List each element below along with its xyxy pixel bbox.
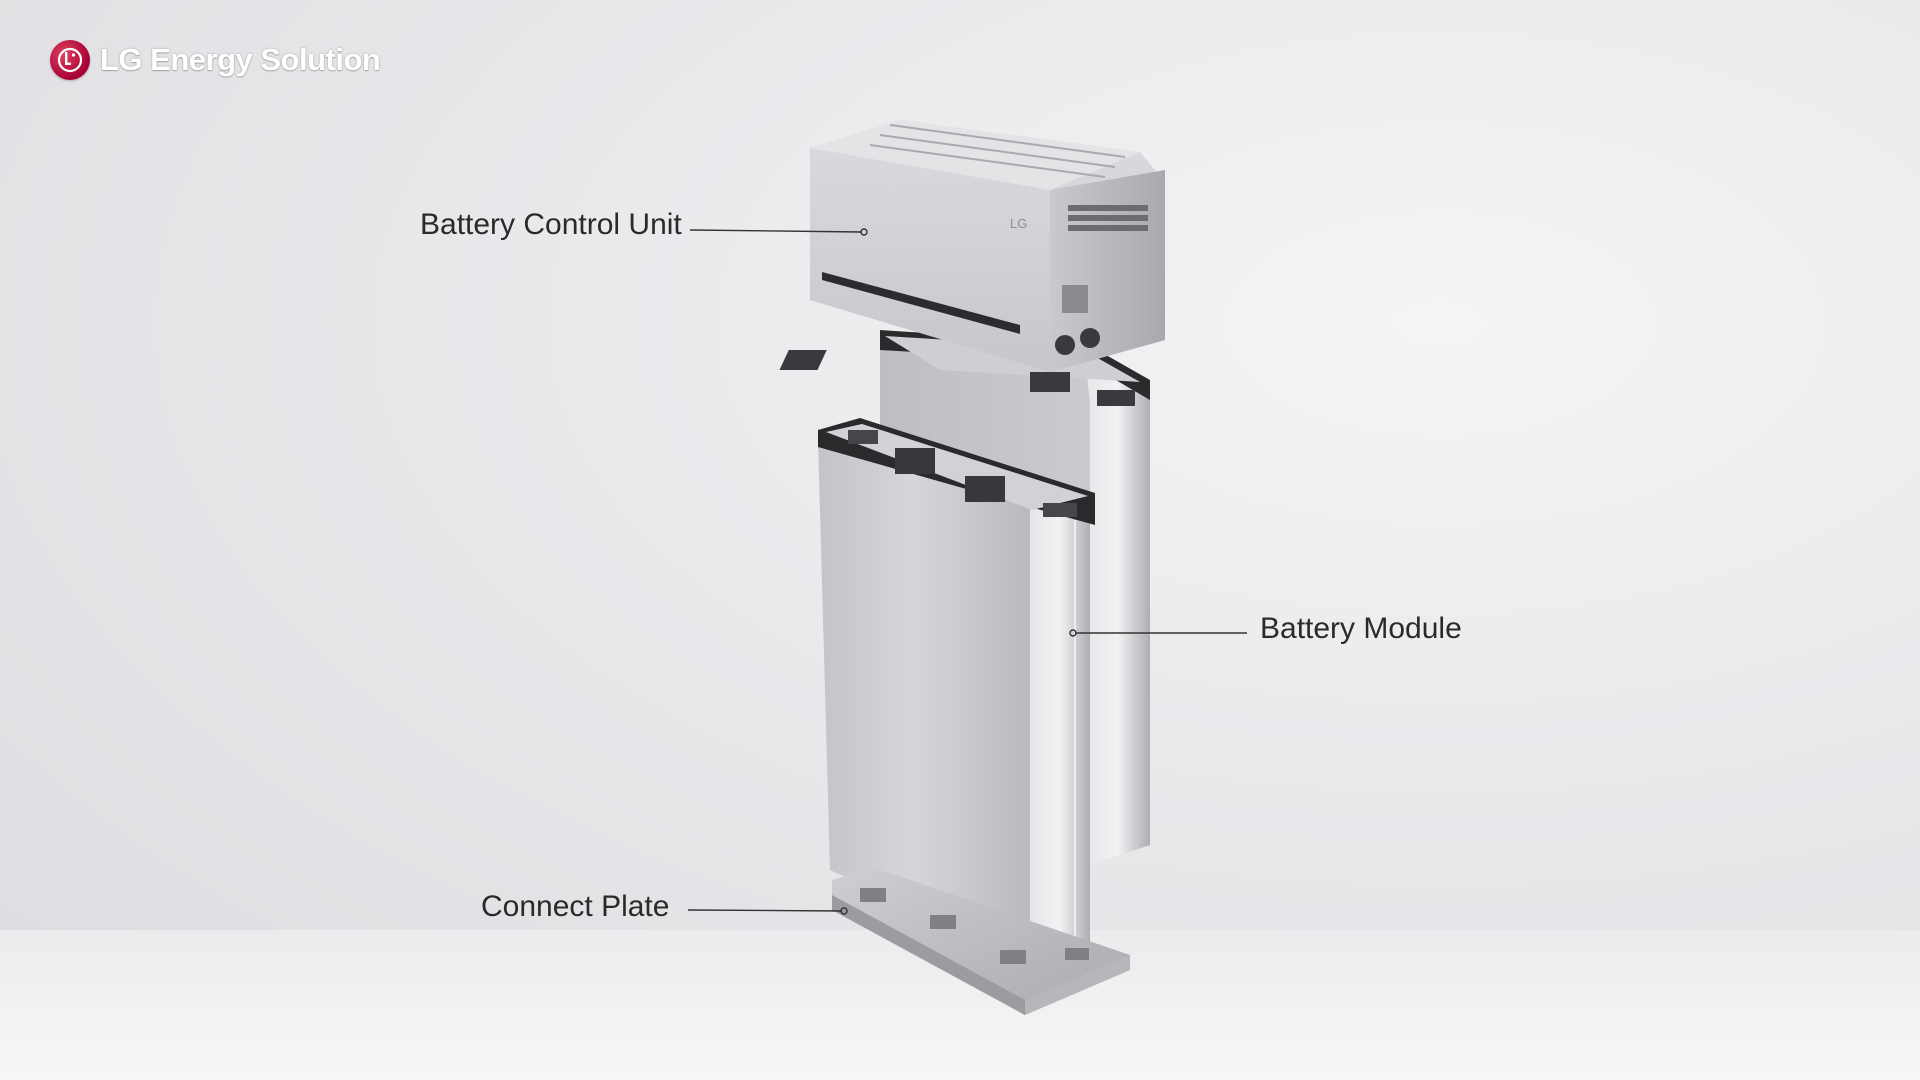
lg-logo-icon (50, 40, 90, 80)
battery-control-unit: LG (810, 120, 1165, 372)
brand-logo: LG Energy Solution (50, 40, 381, 80)
module-label: Battery Module (1260, 612, 1462, 645)
bcu-leader-dot (860, 228, 868, 236)
front-battery-module (818, 418, 1095, 960)
connect-plate (832, 868, 1130, 1015)
module-leader-dot (1069, 629, 1077, 637)
leader-lines (687, 228, 1247, 915)
svg-text:LG: LG (1010, 216, 1027, 231)
plate-leader-line (687, 909, 843, 912)
plate-label: Connect Plate (481, 890, 670, 923)
plate-leader-dot (840, 907, 848, 915)
brand-name: LG Energy Solution (100, 42, 381, 77)
bcu-label: Battery Control Unit (420, 208, 682, 241)
bcu-leader-line (689, 229, 863, 233)
